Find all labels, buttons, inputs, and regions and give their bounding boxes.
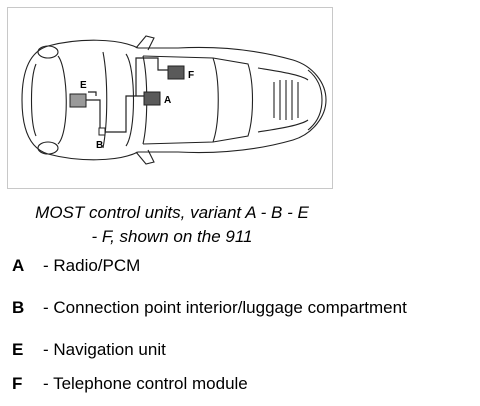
legend-key: E [12, 340, 24, 359]
legend-key: B [12, 298, 25, 317]
legend-text: - Navigation unit [43, 340, 166, 359]
car-outline-diagram: E A F B [21, 35, 327, 165]
legend-key: F [12, 374, 23, 393]
marker-e: E [80, 80, 87, 91]
figure-caption: MOST control units, variant A - B - E - … [7, 201, 337, 249]
module-a-radio-pcm [143, 91, 161, 106]
caption-line-1: MOST control units, variant A - B - E [35, 203, 309, 222]
caption-line-2: - F, shown on the 911 [91, 227, 253, 246]
marker-b: B [96, 140, 103, 151]
connection-point-b [98, 127, 106, 136]
module-f-telephone [167, 65, 185, 80]
legend-text: - Telephone control module [43, 374, 248, 393]
module-e-navigation [69, 93, 87, 108]
car-diagram-figure: E A F B [7, 7, 333, 189]
legend-text: - Connection point interior/luggage comp… [43, 298, 407, 317]
marker-f: F [188, 70, 194, 81]
marker-a: A [164, 95, 171, 106]
car-body [21, 35, 327, 165]
legend-text: - Radio/PCM [43, 256, 141, 275]
legend-key: A [12, 256, 25, 275]
